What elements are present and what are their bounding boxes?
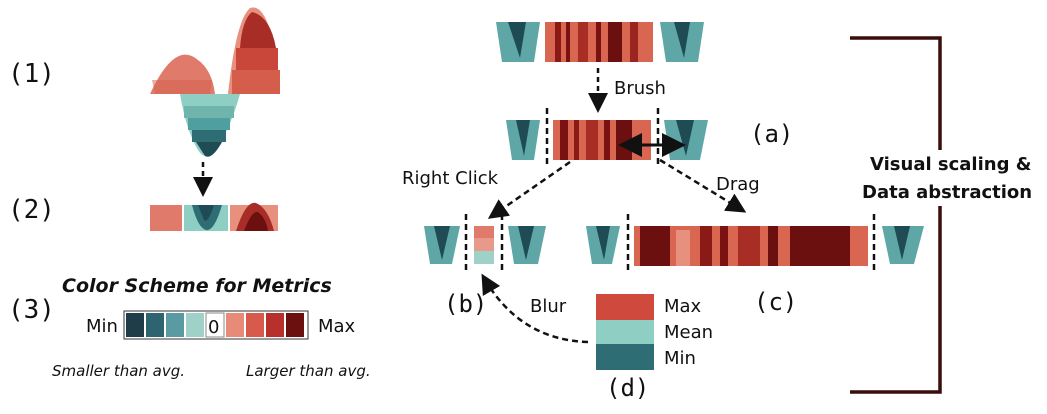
- data-abstraction-label: Data abstraction: [862, 182, 1032, 203]
- color-swatch: [266, 313, 284, 337]
- top-band: [496, 22, 704, 62]
- brushed-band: [506, 108, 708, 166]
- right-click-arrow: [487, 160, 571, 219]
- color-swatch: [226, 313, 244, 337]
- color-swatch: [166, 313, 184, 337]
- step-1-label: (1): [8, 59, 55, 89]
- legend-max-label: Max: [664, 296, 702, 317]
- collapsed-band-b: [424, 214, 546, 272]
- swatch-frame: [123, 310, 309, 340]
- label-b: (b): [444, 290, 487, 318]
- larger-than-avg-note: Larger than avg.: [246, 362, 371, 380]
- scheme-max-label: Max: [318, 316, 356, 337]
- color-scheme-swatches: [123, 310, 309, 340]
- blur-arrow: [481, 273, 589, 344]
- color-swatch: [186, 313, 204, 337]
- expanded-band-c: [586, 214, 924, 272]
- scheme-zero-label: 0: [208, 317, 219, 338]
- step-2-label: (2): [8, 195, 55, 225]
- right-click-label: Right Click: [402, 168, 499, 189]
- color-swatch: [286, 313, 304, 337]
- horizon-wave-step-1: [150, 7, 280, 157]
- drag-arrow: [659, 158, 747, 213]
- smaller-than-avg-note: Smaller than avg.: [52, 362, 185, 380]
- bracket: [850, 36, 942, 394]
- legend-min-label: Min: [664, 348, 696, 369]
- legend-d: [596, 294, 654, 370]
- color-swatch: [146, 313, 164, 337]
- color-scheme-title: Color Scheme for Metrics: [62, 275, 332, 297]
- color-swatch: [205, 312, 225, 338]
- legend-mean-label: Mean: [664, 322, 713, 343]
- scheme-min-label: Min: [86, 316, 118, 337]
- horizon-band-step-2: [150, 202, 278, 231]
- blur-label: Blur: [530, 296, 567, 317]
- color-swatch: [126, 313, 144, 337]
- label-c: (c): [754, 288, 797, 316]
- drag-label: Drag: [716, 174, 760, 195]
- step-3-label: (3): [8, 295, 55, 325]
- visual-scaling-label: Visual scaling &: [870, 154, 1031, 175]
- color-swatch: [246, 313, 264, 337]
- label-d: (d): [606, 374, 649, 402]
- label-a: (a): [750, 120, 793, 148]
- brush-label: Brush: [614, 78, 666, 99]
